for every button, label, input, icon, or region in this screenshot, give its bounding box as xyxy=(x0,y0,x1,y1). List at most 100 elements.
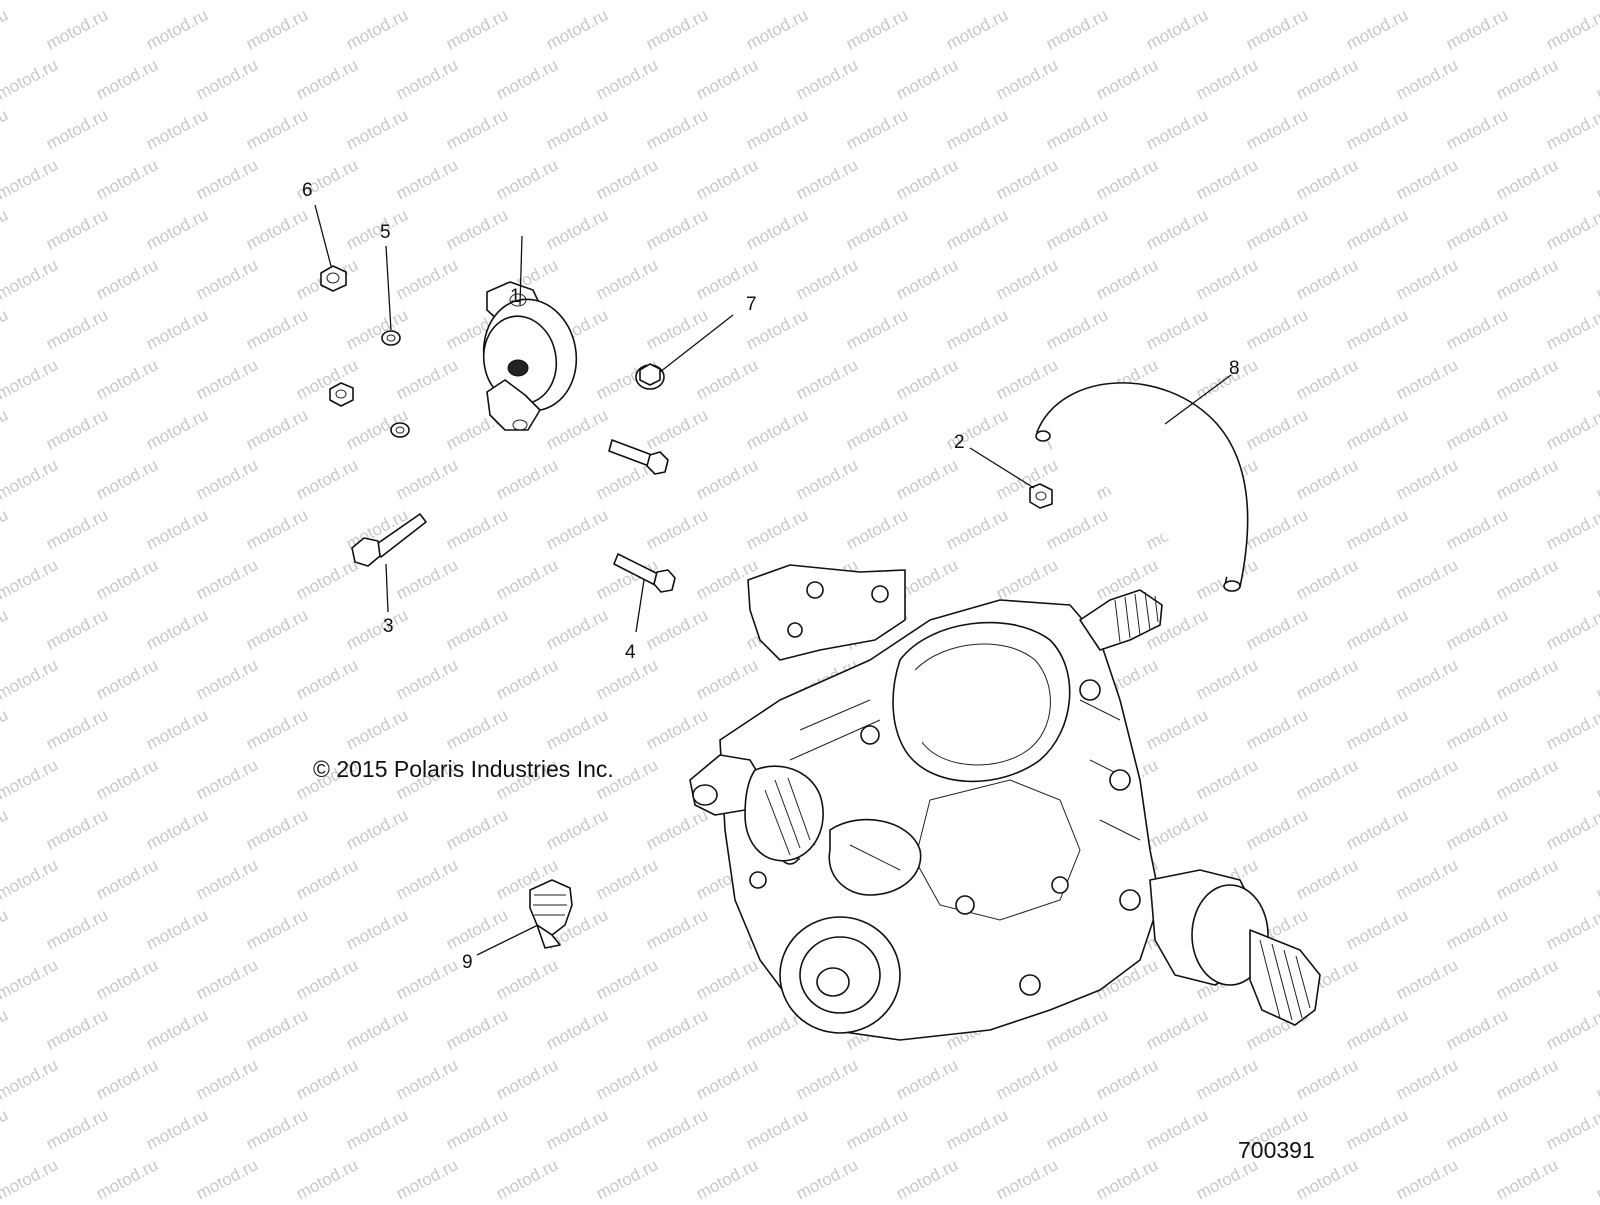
watermark-text: motod.ru xyxy=(1443,5,1511,53)
watermark-text: motod.ru xyxy=(0,705,11,753)
watermark-text: motod.ru xyxy=(393,655,461,703)
watermark-text: motod.ru xyxy=(1493,355,1561,403)
watermark-text: motod.ru xyxy=(1393,755,1461,803)
watermark-text: motod.ru xyxy=(743,405,811,453)
watermark-text: motod.ru xyxy=(993,155,1061,203)
leader-5 xyxy=(385,245,392,331)
watermark-text: motod.ru xyxy=(443,1005,511,1053)
watermark-text: motod.ru xyxy=(943,1105,1011,1153)
watermark-text: motod.ru xyxy=(1543,305,1600,353)
watermark-text: motod.ru xyxy=(1393,155,1461,203)
watermark-text: motod.ru xyxy=(1393,0,1461,4)
watermark-text: motod.ru xyxy=(993,255,1061,303)
callout-7: 7 xyxy=(746,294,757,315)
watermark-text: motod.ru xyxy=(793,55,861,103)
watermark-text: motod.ru xyxy=(1593,0,1600,4)
watermark-text: motod.ru xyxy=(1493,0,1561,4)
watermark-text: motod.ru xyxy=(93,255,161,303)
watermark-text: motod.ru xyxy=(993,1055,1061,1103)
watermark-text: motod.ru xyxy=(593,855,661,903)
watermark-text: motod.ru xyxy=(0,305,11,353)
watermark-text: motod.ru xyxy=(0,955,61,1003)
watermark-text: motod.ru xyxy=(593,255,661,303)
watermark-text: motod.ru xyxy=(1043,1005,1111,1053)
watermark-text: motod.ru xyxy=(143,305,211,353)
watermark-text: motod.ru xyxy=(0,105,11,153)
part-bolt-middle xyxy=(608,439,669,475)
watermark-text: motod.ru xyxy=(343,605,411,653)
watermark-text: motod.ru xyxy=(743,1105,811,1153)
watermark-text: motod.ru xyxy=(0,905,11,953)
callout-8: 8 xyxy=(1229,358,1240,379)
watermark-text: motod.ru xyxy=(693,0,761,4)
watermark-text: motod.ru xyxy=(743,205,811,253)
watermark-text: motod.ru xyxy=(343,105,411,153)
watermark-text: motod.ru xyxy=(1393,1055,1461,1103)
watermark-text: motod.ru xyxy=(493,1155,561,1200)
watermark-text: motod.ru xyxy=(443,705,511,753)
watermark-text: motod.ru xyxy=(143,705,211,753)
watermark-text: motod.ru xyxy=(0,505,11,553)
leader-6 xyxy=(314,204,332,267)
watermark-text: motod.ru xyxy=(1343,305,1411,353)
watermark-text: motod.ru xyxy=(793,0,861,4)
watermark-text: motod.ru xyxy=(1443,805,1511,853)
callout-6: 6 xyxy=(302,180,313,201)
watermark-text: motod.ru xyxy=(1093,155,1161,203)
watermark-text: motod.ru xyxy=(293,0,361,4)
watermark-text: motod.ru xyxy=(0,55,61,103)
watermark-text: motod.ru xyxy=(243,505,311,553)
watermark-text: motod.ru xyxy=(443,205,511,253)
watermark-text: motod.ru xyxy=(1043,1105,1111,1153)
part-5-washer-upper xyxy=(381,330,401,346)
leader-lines xyxy=(314,204,1232,956)
watermark-text: motod.ru xyxy=(1143,705,1211,753)
leader-2 xyxy=(969,447,1035,489)
watermark-text: motod.ru xyxy=(743,505,811,553)
watermark-text: motod.ru xyxy=(1343,205,1411,253)
watermark-text: motod.ru xyxy=(393,855,461,903)
watermark-text: motod.ru xyxy=(393,0,461,4)
watermark-text: motod.ru xyxy=(893,1055,961,1103)
watermark-text: motod.ru xyxy=(1243,5,1311,53)
watermark-text: motod.ru xyxy=(543,805,611,853)
watermark-text: motod.ru xyxy=(1243,105,1311,153)
watermark-text: motod.ru xyxy=(393,1155,461,1200)
watermark-text: motod.ru xyxy=(343,1005,411,1053)
watermark-text: motod.ru xyxy=(1393,955,1461,1003)
watermark-text: motod.ru xyxy=(1193,0,1261,4)
figure-number: 700391 xyxy=(1238,1137,1315,1163)
watermark-text: motod.ru xyxy=(1143,305,1211,353)
watermark-text: motod.ru xyxy=(543,505,611,553)
watermark-text: motod.ru xyxy=(1593,155,1600,203)
watermark-text: motod.ru xyxy=(493,0,561,4)
watermark-text: motod.ru xyxy=(1593,855,1600,903)
part-9-connector xyxy=(529,879,573,949)
watermark-text: motod.ru xyxy=(1543,805,1600,853)
watermark-text: motod.ru xyxy=(1043,105,1111,153)
watermark-text: motod.ru xyxy=(1343,405,1411,453)
watermark-text: motod.ru xyxy=(1593,55,1600,103)
watermark-text: motod.ru xyxy=(993,55,1061,103)
watermark-text: motod.ru xyxy=(293,955,361,1003)
watermark-text: motod.ru xyxy=(493,155,561,203)
watermark-text: motod.ru xyxy=(1393,555,1461,603)
watermark-text: motod.ru xyxy=(1293,1055,1361,1103)
part-3-long-bolt xyxy=(351,513,427,567)
watermark-text: motod.ru xyxy=(1443,105,1511,153)
watermark-text: motod.ru xyxy=(1093,255,1161,303)
callout-1: 1 xyxy=(510,286,521,307)
watermark-text: motod.ru xyxy=(1343,5,1411,53)
watermark-text: motod.ru xyxy=(1243,405,1311,453)
watermark-text: motod.ru xyxy=(993,1155,1061,1200)
watermark-text: motod.ru xyxy=(93,555,161,603)
watermark-text: motod.ru xyxy=(1543,905,1600,953)
watermark-text: motod.ru xyxy=(1193,55,1261,103)
watermark-text: motod.ru xyxy=(793,255,861,303)
callout-2: 2 xyxy=(954,432,965,453)
watermark-text: motod.ru xyxy=(1443,405,1511,453)
watermark-text: motod.ru xyxy=(93,155,161,203)
watermark-text: motod.ru xyxy=(1593,255,1600,303)
watermark-text: motod.ru xyxy=(43,1105,111,1153)
watermark-text: motod.ru xyxy=(193,755,261,803)
